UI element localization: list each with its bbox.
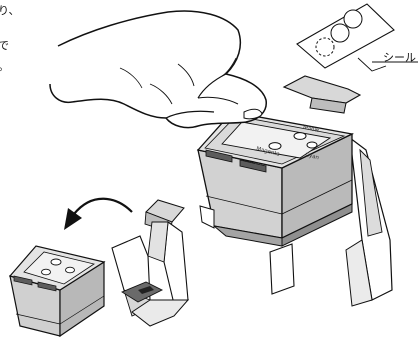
hand-illustration — [50, 11, 266, 128]
curved-arrow-left-icon — [64, 199, 132, 230]
caption-line-3: 。 — [0, 56, 9, 77]
caption-line-2: で — [0, 35, 9, 56]
small-ink-cartridge — [10, 246, 104, 336]
small-cartridge-holder — [112, 200, 188, 326]
caption-line-1: り、 — [0, 0, 20, 21]
sticker-label: シール — [383, 49, 416, 65]
